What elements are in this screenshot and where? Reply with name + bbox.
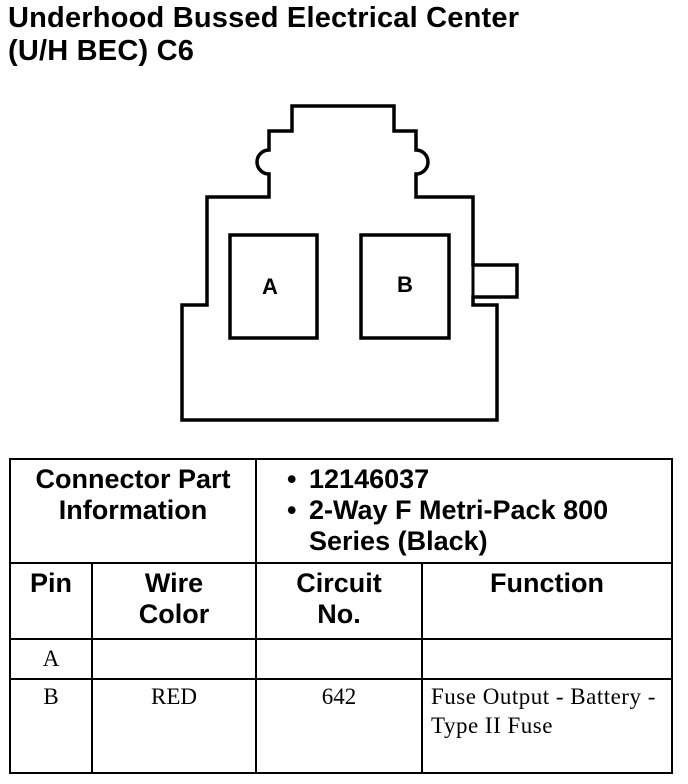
function-cell: Fuse Output - Battery - Type II Fuse: [421, 678, 674, 774]
header-function: Function: [421, 562, 674, 640]
column-header-row: Pin Wire Color Circuit No. Function: [9, 562, 674, 640]
header-circuit-no: Circuit No.: [255, 562, 424, 640]
cavity-b-label: B: [397, 272, 413, 297]
part-info-label: Connector Part Information: [8, 458, 258, 564]
pin-cell: A: [9, 638, 93, 680]
function-cell: [421, 638, 674, 680]
header-wire-color: Wire Color: [90, 562, 258, 640]
title-line-2: (U/H BEC) C6: [8, 35, 195, 67]
part-number: • 12146037: [287, 464, 430, 494]
wire-color-cell: [90, 638, 258, 680]
table-row: B RED 642 Fuse Output - Battery - Type I…: [9, 678, 674, 774]
circuit-no-cell: [255, 638, 424, 680]
connector-face-diagram: A B: [180, 104, 519, 422]
page-title: Underhood Bussed Electrical Center (U/H …: [8, 2, 668, 68]
wire-color-cell: RED: [90, 678, 258, 774]
header-pin: Pin: [9, 562, 93, 640]
cavity-b: [359, 233, 451, 340]
part-info-row: Connector Part Information • 12146037 • …: [8, 458, 674, 564]
part-description: • 2-Way F Metri-Pack 800 Series (Black): [287, 495, 609, 556]
cavity-a: [228, 233, 319, 340]
title-line-1: Underhood Bussed Electrical Center: [8, 2, 520, 34]
cavity-a-label: A: [262, 274, 278, 299]
part-info-values: • 12146037 • 2-Way F Metri-Pack 800 Seri…: [255, 458, 674, 564]
circuit-no-cell: 642: [255, 678, 424, 774]
pin-cell: B: [9, 678, 93, 774]
connector-outline: [180, 104, 519, 422]
table-row: A: [9, 638, 674, 680]
connector-info-table: Connector Part Information • 12146037 • …: [8, 458, 674, 774]
